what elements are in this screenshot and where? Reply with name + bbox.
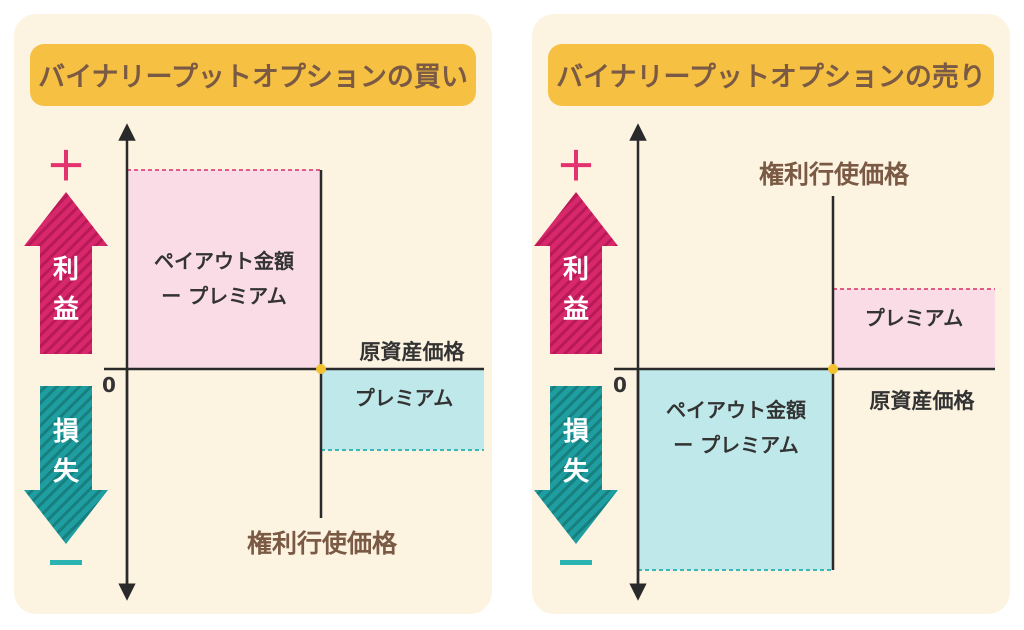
profit-arrow-icon: [534, 192, 618, 354]
loss-arrow-icon: [534, 386, 618, 544]
zero-label: 0: [102, 373, 116, 397]
plus-sign: ＋: [46, 144, 86, 190]
zero-label: 0: [613, 373, 627, 397]
panel-sell: バイナリープットオプションの売り ＋ 利 益 損 失 0 原資産価格 権利行使価…: [532, 14, 1010, 614]
strike-label: 権利行使価格: [247, 529, 398, 558]
axis-label: 原資産価格: [870, 389, 976, 413]
profit-label-2: 益: [53, 295, 79, 325]
profit-box-line-1: ペイアウト金額: [154, 249, 294, 273]
panel-buy: バイナリープットオプションの買い ＋ 利 益 損 失 0 原資産価格 権利行使価…: [14, 14, 492, 614]
profit-arrow-icon: [24, 192, 108, 354]
title-banner: [30, 44, 476, 106]
profit-region: [127, 170, 321, 368]
strike-label: 権利行使価格: [759, 160, 910, 189]
loss-label-1: 損: [563, 417, 589, 447]
loss-arrow-icon: [24, 386, 108, 544]
axis-label: 原資産価格: [360, 340, 466, 364]
loss-label-1: 損: [53, 417, 79, 447]
loss-box-line-2: ー プレミアム: [673, 433, 799, 457]
strike-dot: [316, 364, 326, 374]
minus-sign: [560, 560, 592, 565]
profit-region: [833, 289, 995, 369]
loss-region: [638, 370, 833, 570]
loss-box-line-1: ペイアウト金額: [666, 398, 806, 422]
profit-label-1: 利: [53, 255, 79, 285]
panel-title: バイナリープットオプションの買い: [38, 62, 468, 93]
title-banner: [548, 44, 994, 106]
loss-label-2: 失: [563, 457, 590, 487]
strike-dot: [828, 364, 838, 374]
loss-label-2: 失: [53, 457, 80, 487]
profit-box-line-1: プレミアム: [865, 306, 964, 330]
panel-title: バイナリープットオプションの売り: [556, 62, 986, 93]
loss-box-line-1: プレミアム: [355, 386, 454, 410]
plus-sign: ＋: [556, 144, 596, 190]
profit-label-2: 益: [563, 295, 589, 325]
minus-sign: [50, 560, 82, 565]
profit-box-line-2: ー プレミアム: [161, 284, 287, 308]
profit-label-1: 利: [563, 255, 589, 285]
loss-region: [321, 370, 484, 450]
